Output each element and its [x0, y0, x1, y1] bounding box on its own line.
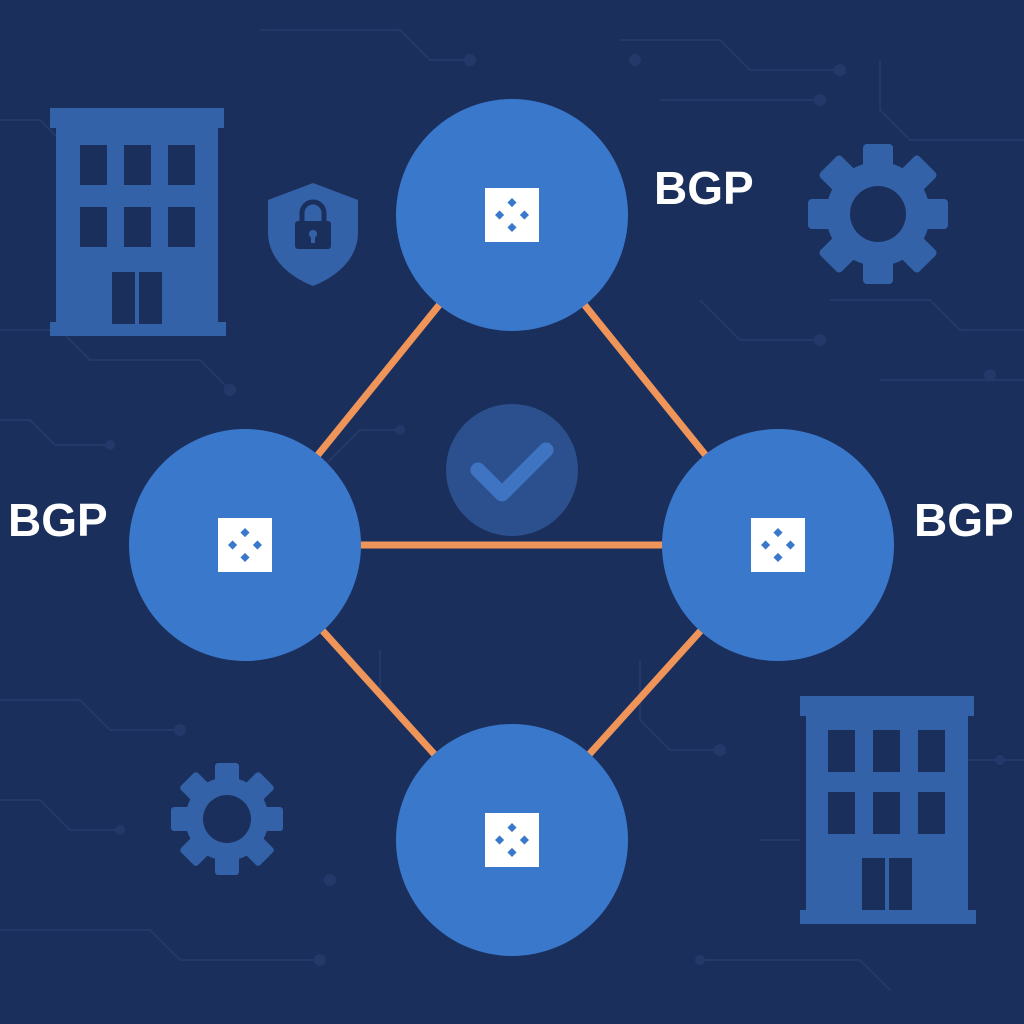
router-arrows-icon [218, 518, 272, 572]
building-icon [800, 696, 976, 924]
router-bottom [396, 724, 628, 956]
router-arrows-icon [485, 813, 539, 867]
router-left [129, 429, 361, 661]
router-arrows-icon [485, 188, 539, 242]
bgp-label-right: BGP [914, 494, 1014, 546]
gear-icon [808, 144, 948, 284]
shield-lock-icon [268, 183, 358, 286]
router-top [396, 99, 628, 331]
bgp-routers [129, 99, 894, 956]
building-icon [50, 108, 226, 336]
check-icon [446, 404, 578, 536]
bgp-label-left: BGP [8, 494, 108, 546]
router-right [662, 429, 894, 661]
router-arrows-icon [751, 518, 805, 572]
bgp-label-top: BGP [654, 162, 754, 214]
circuit-background [0, 29, 1024, 991]
gear-icon [170, 763, 284, 875]
